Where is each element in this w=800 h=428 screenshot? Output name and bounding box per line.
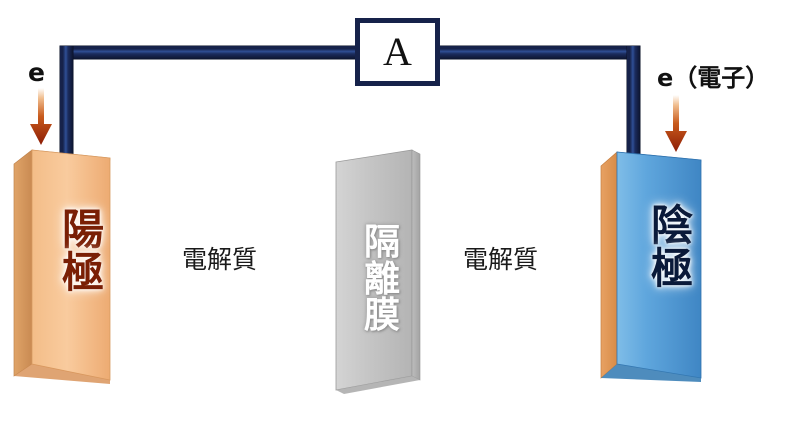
electron-label-right: e（電子） [657, 64, 770, 92]
ammeter-symbol: A [383, 29, 412, 74]
electron-flow-arrow-left-icon [30, 88, 52, 145]
anode-electrode [13, 148, 129, 393]
wire-segment-right-vertical [627, 46, 640, 168]
electrolyte-label-right: 電解質 [463, 245, 539, 274]
ammeter: A [355, 18, 440, 86]
wire-segment-top-left [60, 46, 360, 59]
electrolyte-label-left: 電解質 [182, 245, 258, 274]
wire-segment-top-right [440, 46, 640, 59]
wire-segment-left-vertical [60, 46, 73, 168]
separator-membrane [330, 148, 440, 398]
electron-flow-arrow-right-icon [665, 95, 687, 152]
cathode-electrode [600, 148, 721, 393]
electron-label-left: e [28, 58, 45, 87]
